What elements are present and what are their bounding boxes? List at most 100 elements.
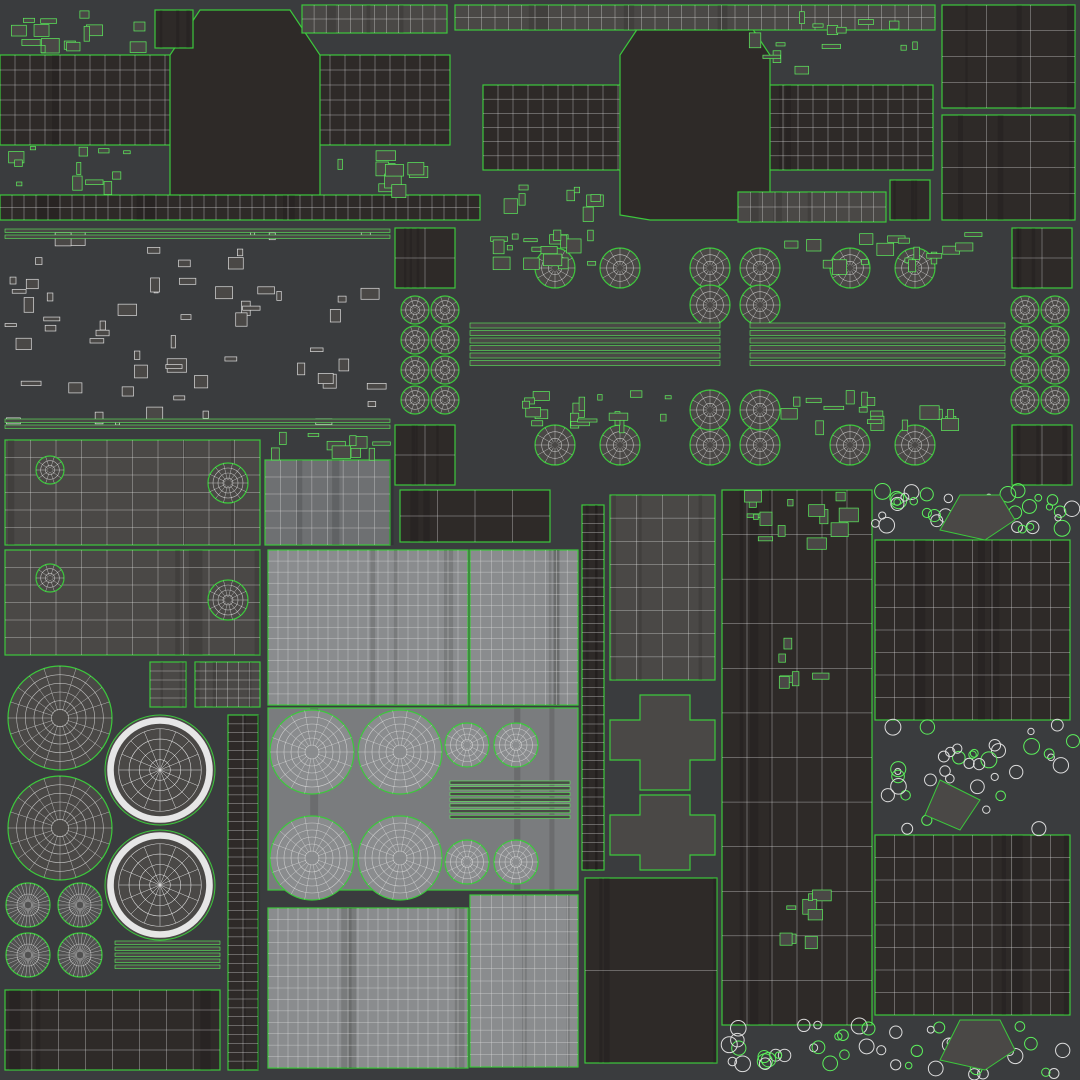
uv-disc-spoke xyxy=(72,908,80,927)
uv-disc-spoke xyxy=(516,840,522,859)
uv-disc-spoke xyxy=(400,710,408,746)
uv-disc-spoke xyxy=(50,456,55,469)
uv-small-piece xyxy=(861,259,869,266)
uv-disc-spoke xyxy=(209,601,226,609)
uv-strip xyxy=(469,345,721,351)
uv-disc-spoke xyxy=(502,864,515,880)
uv-small-piece xyxy=(25,278,39,290)
strip-top-c xyxy=(737,191,887,223)
pale-disc-d xyxy=(357,815,443,901)
uv-disc-spoke xyxy=(43,835,58,878)
uv-disc-spoke xyxy=(622,446,638,456)
uv-small-circle xyxy=(952,743,963,754)
hull-panel-big-b xyxy=(874,834,1071,1016)
uv-disc-spoke xyxy=(402,863,422,895)
uv-disc-spoke xyxy=(10,701,53,716)
uv-disc-spoke xyxy=(832,434,848,444)
uv-small-piece xyxy=(794,65,809,75)
rivet-circles-top xyxy=(870,483,1080,537)
uv-small-piece xyxy=(44,324,57,332)
uv-disc-spoke xyxy=(415,371,420,384)
uv-disc-spoke xyxy=(1026,361,1037,369)
uv-disc-spoke xyxy=(416,371,427,379)
uv-ring-spoke xyxy=(143,731,161,771)
uv-small-piece xyxy=(202,410,209,419)
uv-disc-spoke xyxy=(16,885,27,903)
uv-small-piece xyxy=(391,184,407,198)
uv-disc-spoke xyxy=(45,456,50,469)
uv-disc-spoke xyxy=(66,687,103,714)
uv-disc-spoke xyxy=(556,447,566,463)
uv-small-circle xyxy=(1026,522,1035,531)
uv-disc-spoke xyxy=(304,710,312,746)
uv-small-circle xyxy=(1017,524,1027,534)
vent-pieces xyxy=(778,637,830,689)
grime-streak xyxy=(914,180,918,220)
uv-disc-spoke xyxy=(317,859,352,873)
uv-small-circle xyxy=(720,1036,738,1054)
uv-disc-spoke xyxy=(469,863,487,872)
uv-disc-spoke xyxy=(692,257,708,267)
uv-disc-spoke xyxy=(290,757,310,789)
uv-small-circle xyxy=(904,1061,913,1070)
uv-disc-spoke xyxy=(622,257,638,267)
uv-disc-spoke xyxy=(602,257,618,267)
uv-disc-spoke xyxy=(13,888,26,903)
uv-disc-spoke xyxy=(403,361,414,369)
uv-small-piece xyxy=(757,536,774,542)
uv-disc-spoke xyxy=(1020,311,1025,324)
uv-disc-spoke xyxy=(7,945,26,954)
uv-ring-spoke xyxy=(159,846,177,886)
turbine-disc xyxy=(739,284,781,326)
uv-ring-spoke xyxy=(159,884,177,924)
grime-streak xyxy=(310,708,319,890)
uv-small-piece xyxy=(85,179,104,185)
uv-disc-spoke xyxy=(832,446,848,456)
uv-ring-spoke xyxy=(159,769,199,787)
uv-disc-spoke xyxy=(440,311,445,324)
grime-streak xyxy=(179,662,182,707)
uv-disc-spoke xyxy=(761,287,771,303)
turbine-disc xyxy=(689,284,731,326)
uv-strip xyxy=(749,345,1006,351)
uv-disc-spoke xyxy=(403,371,414,379)
uv-small-piece xyxy=(523,257,540,270)
uv-disc-spoke xyxy=(38,471,49,479)
uv-small-circle xyxy=(890,496,905,511)
uv-small-piece xyxy=(33,24,50,37)
uv-small-piece xyxy=(366,383,387,390)
uv-disc-spoke xyxy=(1043,301,1054,309)
uv-disc-spoke xyxy=(25,933,28,952)
tire-ring-top xyxy=(104,714,216,826)
uv-disc-spoke xyxy=(51,461,62,469)
hull-panel-big-a xyxy=(874,539,1071,721)
uv-disc-spoke xyxy=(62,725,77,768)
uv-small-circle xyxy=(1014,1021,1026,1032)
uv-disc-spoke xyxy=(317,737,352,751)
gear-disc xyxy=(1040,355,1070,385)
uv-small-circle xyxy=(1024,1036,1038,1051)
uv-disc-spoke xyxy=(761,307,771,323)
uv-disc-spoke xyxy=(223,485,228,503)
uv-disc-spoke xyxy=(917,434,933,444)
uv-disc-spoke xyxy=(699,447,709,463)
uv-disc-spoke xyxy=(28,883,31,902)
dark-plate-bottom xyxy=(584,877,718,1064)
uv-disc-spoke xyxy=(621,427,631,443)
green-vertical-rail xyxy=(581,504,605,871)
uv-disc-spoke xyxy=(446,301,457,309)
uv-disc-spoke xyxy=(1056,401,1067,409)
uv-small-piece xyxy=(762,54,781,59)
uv-disc-spoke xyxy=(1055,296,1060,309)
uv-disc-spoke xyxy=(66,797,103,824)
uv-small-piece xyxy=(778,653,786,663)
uv-disc-spoke xyxy=(447,735,465,744)
uv-disc-spoke xyxy=(67,830,110,845)
uv-disc-spoke xyxy=(404,755,433,780)
uv-disc-spoke xyxy=(80,958,83,977)
uv-disc-spoke xyxy=(83,905,102,910)
uv-disc-spoke xyxy=(82,906,101,915)
uv-disc-spoke xyxy=(416,301,427,309)
uv-disc-spoke xyxy=(517,747,530,763)
uv-disc-spoke xyxy=(446,341,457,349)
